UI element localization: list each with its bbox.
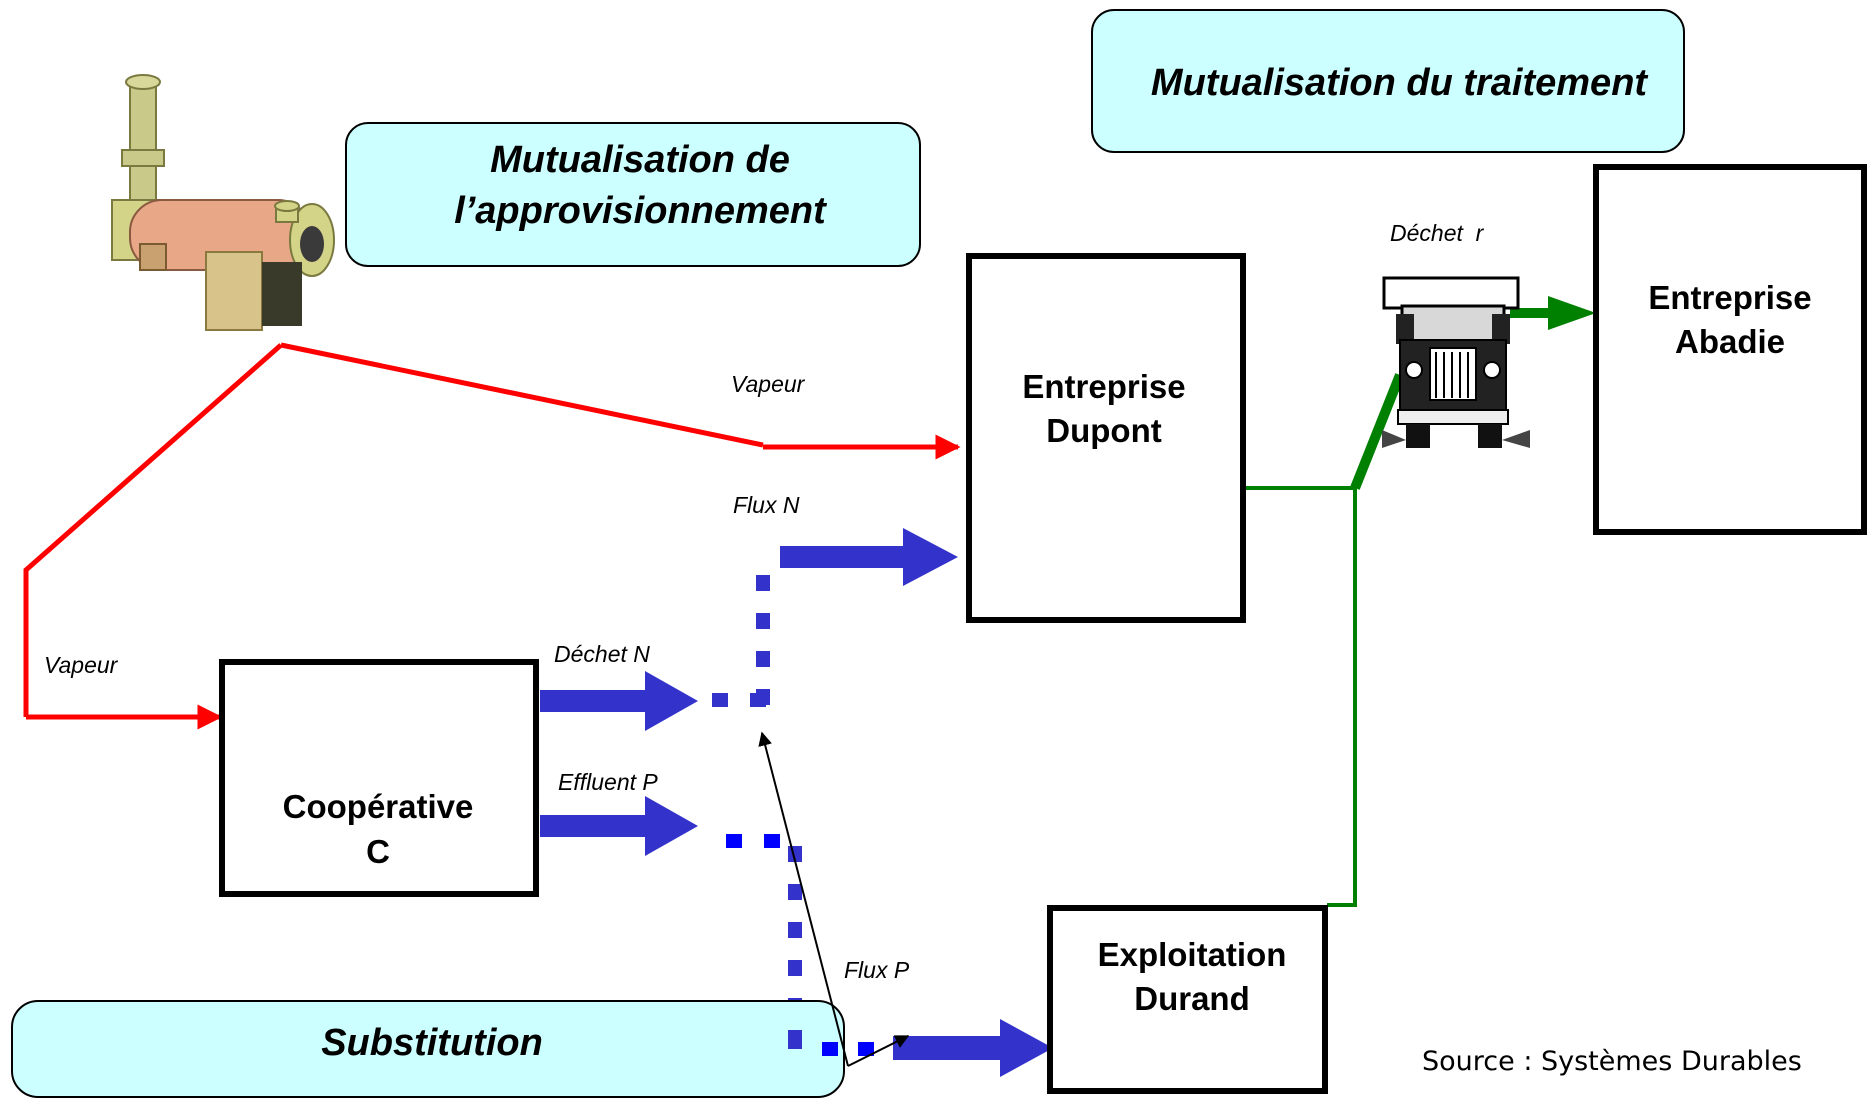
- waste-lines: [1245, 296, 1596, 907]
- flow-label-dechet-r: Déchet r: [1390, 220, 1485, 246]
- callout-approvisionnement-line1: Mutualisation de: [490, 139, 790, 181]
- flux-p-arrow: [893, 1019, 1053, 1077]
- effluent-p-arrow: [540, 796, 698, 856]
- node-abadie-line2: Abadie: [1675, 323, 1785, 360]
- node-durand-box: [1047, 905, 1328, 1094]
- callout-substitution-label: Substitution: [321, 1022, 543, 1064]
- flow-label-vapeur-top: Vapeur: [731, 371, 806, 397]
- node-dupont-box: [966, 253, 1246, 623]
- dechet-n-arrow: [540, 671, 698, 731]
- thin-arrow-flux-p: [847, 1035, 910, 1067]
- steam-line-top: [280, 342, 764, 448]
- flow-label-flux-p: Flux P: [844, 957, 910, 983]
- callout-approvisionnement-line2: l’approvisionnement: [454, 190, 827, 232]
- flow-label-vapeur-left: Vapeur: [44, 652, 119, 678]
- truck-icon: [1382, 276, 1530, 448]
- steam-line-left: [23, 343, 283, 717]
- callout-approvisionnement-box: [345, 122, 921, 267]
- steam-lines: [23, 342, 961, 730]
- flow-label-effluent-p: Effluent P: [558, 769, 658, 795]
- callout-traitement-box: [1091, 9, 1685, 153]
- flow-label-flux-n: Flux N: [733, 492, 800, 518]
- source-note: Source : Systèmes Durables: [1422, 1046, 1802, 1077]
- callout-traitement-label: Mutualisation du traitement: [1151, 62, 1648, 104]
- node-abadie-box: [1593, 164, 1867, 535]
- waste-line-to-truck: [1350, 373, 1405, 490]
- waste-line-durand: [1327, 488, 1357, 907]
- node-cooperative-line2: C: [366, 833, 390, 870]
- material-arrows: [540, 528, 1053, 1077]
- flux-n-arrow: [780, 528, 958, 586]
- node-durand-line1: Exploitation: [1098, 936, 1287, 973]
- node-dupont: Entreprise Dupont: [966, 253, 1246, 623]
- node-cooperative-box: [219, 659, 539, 897]
- flow-label-dechet-n: Déchet N: [554, 641, 650, 667]
- thin-arrow-substitution: [758, 731, 849, 1067]
- waste-arrowhead-abadie: [1548, 296, 1596, 330]
- boiler-icon: [111, 74, 335, 331]
- node-abadie-line1: Entreprise: [1648, 279, 1811, 316]
- node-dupont-line2: Dupont: [1046, 412, 1161, 449]
- callout-approvisionnement: Mutualisation de l’approvisionnement: [345, 122, 921, 267]
- node-dupont-line1: Entreprise: [1022, 368, 1185, 405]
- node-durand: Exploitation Durand: [1047, 905, 1328, 1094]
- node-cooperative: Coopérative C: [219, 659, 539, 897]
- node-durand-line2: Durand: [1134, 980, 1250, 1017]
- node-abadie: Entreprise Abadie: [1593, 164, 1867, 535]
- thin-arrows: [758, 731, 910, 1067]
- callout-substitution: Substitution: [11, 1000, 885, 1098]
- callout-traitement: Mutualisation du traitement: [1091, 9, 1685, 153]
- node-cooperative-line1: Coopérative: [283, 788, 474, 825]
